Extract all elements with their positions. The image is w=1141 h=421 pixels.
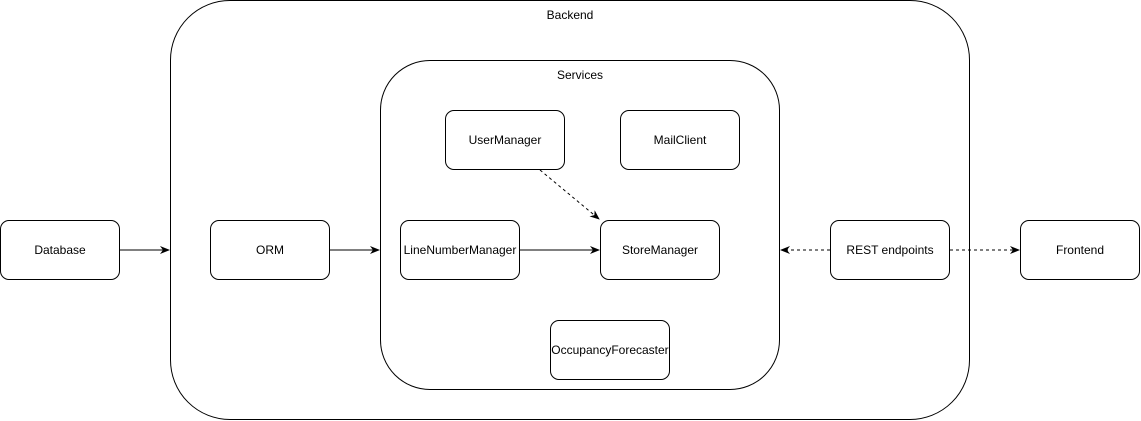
database-node: Database	[0, 220, 120, 280]
rest-endpoints-node: REST endpoints	[830, 220, 950, 280]
line-number-manager-node: LineNumberManager	[400, 220, 520, 280]
store-manager-node: StoreManager	[600, 220, 720, 280]
services-label: Services	[556, 68, 603, 82]
backend-label: Backend	[546, 8, 594, 22]
occupancy-forecaster-node: OccupancyForecaster	[550, 320, 670, 380]
orm-node: ORM	[210, 220, 330, 280]
frontend-node: Frontend	[1020, 220, 1140, 280]
mail-client-node: MailClient	[620, 110, 740, 170]
user-manager-node: UserManager	[445, 110, 565, 170]
